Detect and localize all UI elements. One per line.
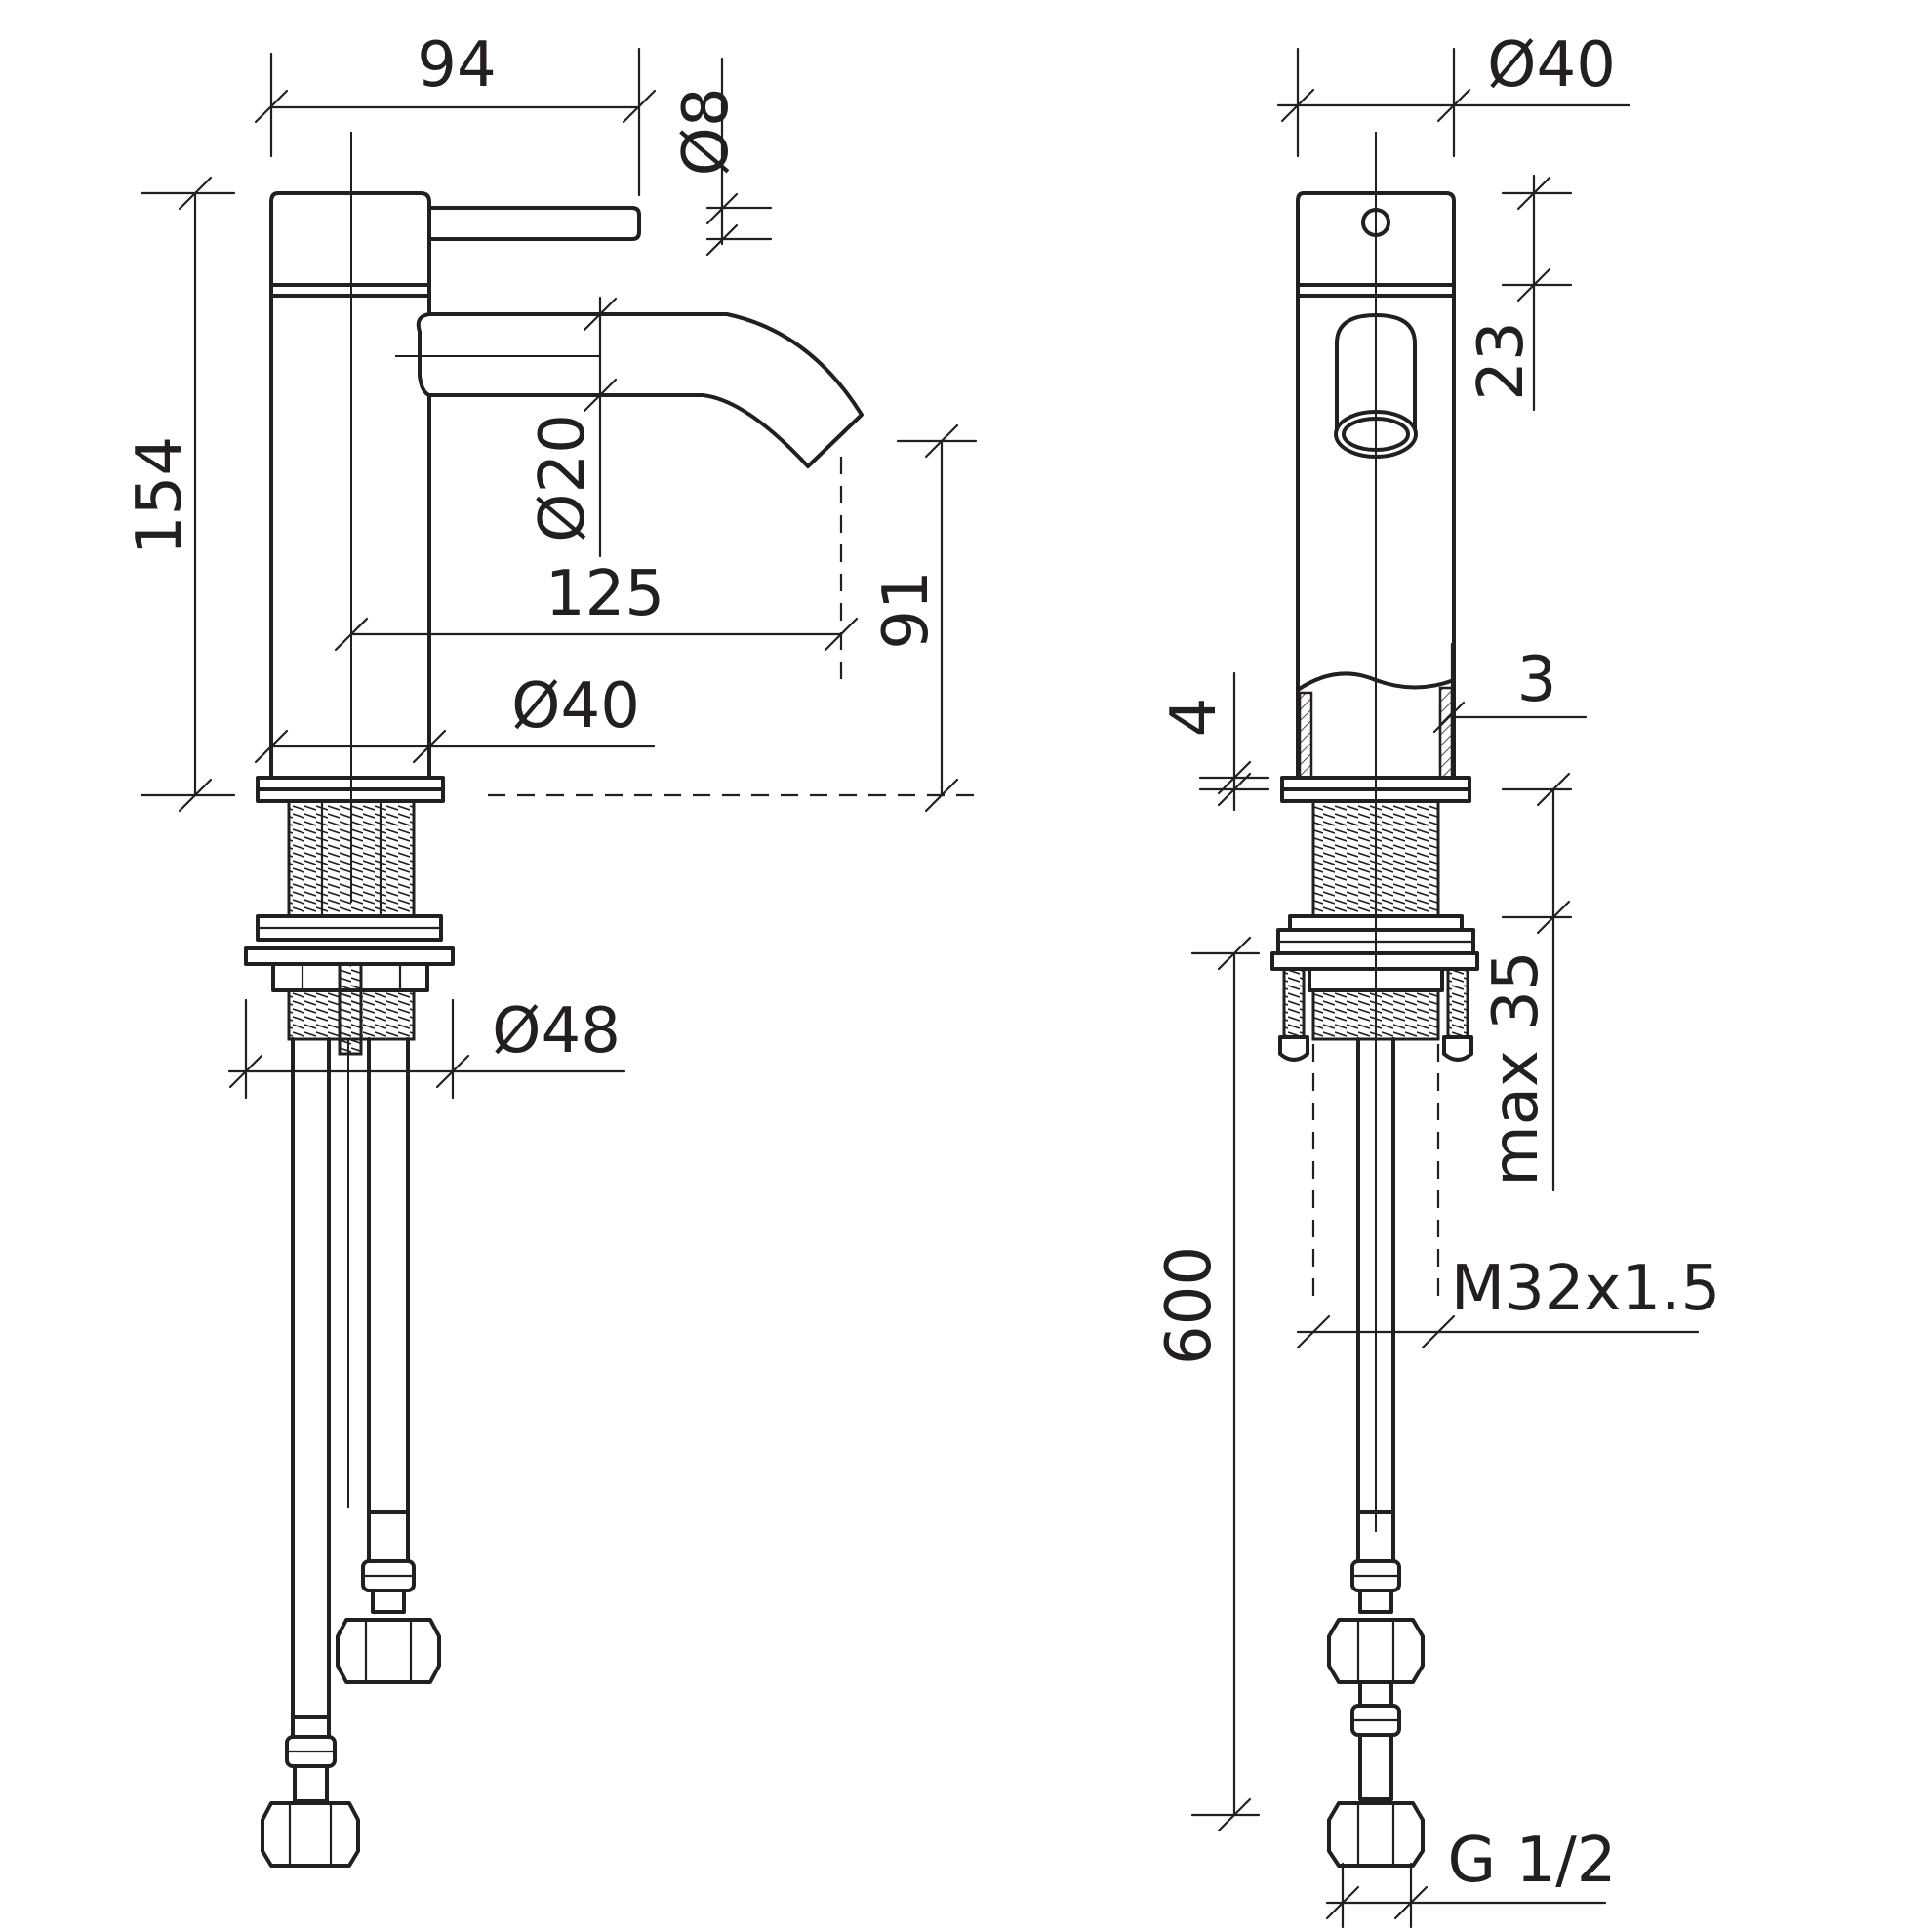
front-fixing-studs	[1278, 967, 1473, 1062]
wall-section-left	[1298, 691, 1313, 780]
front-body	[1296, 283, 1456, 780]
supply-hoses	[291, 1037, 410, 1719]
dim-base-height: 4	[1158, 671, 1270, 812]
dim-body-diameter: Ø40	[254, 670, 656, 764]
dim-wall-thickness-label: 3	[1517, 644, 1557, 716]
spout-outlet-front	[1335, 313, 1417, 431]
dim-hose-length-label: 600	[1153, 1246, 1226, 1365]
dim-base-diameter-label: Ø48	[492, 995, 621, 1067]
fixing-stud	[338, 962, 363, 1056]
dim-connection-label: G 1/2	[1448, 1825, 1617, 1897]
dim-spout-reach-label: 125	[545, 558, 664, 630]
hose-fitting-left	[261, 1715, 360, 1868]
dim-lever-reach: 94	[254, 29, 657, 197]
dim-lever-diameter-label: Ø8	[670, 87, 743, 176]
dim-spout-height-label: 91	[870, 570, 943, 649]
dim-base-height-label: 4	[1158, 698, 1230, 738]
side-view: 94 Ø8 154 Ø20	[124, 29, 978, 1868]
dim-wall-thickness: 3	[1432, 642, 1588, 773]
hose-fitting-right	[336, 1510, 441, 1684]
dim-cap-height-label: 23	[1466, 321, 1538, 400]
dim-spout-height: 91	[870, 423, 978, 813]
spout-outlet	[806, 413, 864, 468]
dim-top-diameter: Ø40	[1276, 29, 1631, 158]
front-view: Ø40 23 3 4	[1153, 29, 1720, 1929]
lever-pivot-icon	[1361, 208, 1390, 237]
dim-hose-length: 600	[1153, 936, 1261, 1832]
dim-cap-height: 23	[1466, 174, 1573, 412]
dim-thread: M32x1.5	[1296, 1253, 1720, 1349]
dim-max-deck-thickness: max 35	[1480, 772, 1573, 1192]
dim-top-diameter-label: Ø40	[1487, 29, 1616, 101]
front-hose-fittings	[1327, 1510, 1425, 1868]
dim-lever-reach-label: 94	[417, 29, 496, 101]
faucet-body	[269, 283, 431, 780]
dim-spout-diameter: Ø20	[527, 296, 618, 558]
dim-spout-reach: 125	[334, 558, 859, 652]
dim-total-height: 154	[124, 176, 236, 813]
dim-body-diameter-label: Ø40	[511, 670, 640, 743]
dim-max-deck-thickness-label: max 35	[1480, 950, 1552, 1186]
front-threaded-shank	[1311, 799, 1440, 918]
dim-base-diameter: Ø48	[227, 995, 626, 1100]
threaded-shank	[287, 799, 416, 918]
wall-section-right	[1438, 686, 1454, 780]
dim-total-height-label: 154	[124, 436, 196, 555]
section-break	[1296, 671, 1456, 692]
dim-spout-diameter-label: Ø20	[527, 414, 599, 543]
dim-thread-label: M32x1.5	[1451, 1253, 1720, 1325]
faucet-spout	[416, 312, 864, 468]
dim-lever-diameter: Ø8	[670, 57, 773, 257]
dim-connection: G 1/2	[1325, 1825, 1617, 1929]
faucet-lever	[427, 206, 641, 241]
mounting-plate	[244, 946, 455, 966]
